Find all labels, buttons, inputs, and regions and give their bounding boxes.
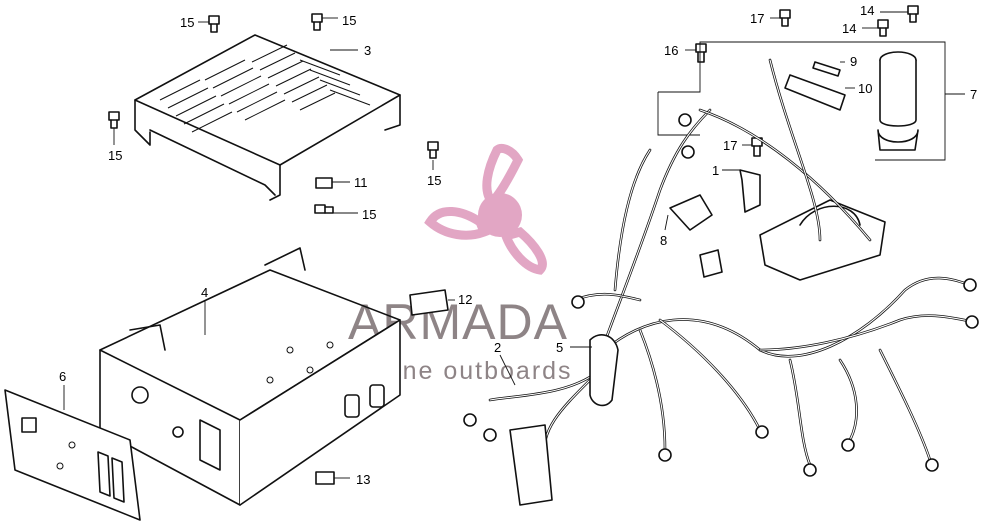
bolt-icon (779, 9, 791, 27)
callout-1: 1 (712, 163, 719, 178)
callout-2: 2 (494, 340, 501, 355)
propeller-icon (424, 143, 547, 275)
bolt-icon (314, 204, 334, 214)
callout-3: 3 (364, 43, 371, 58)
callout-10: 10 (858, 81, 872, 96)
vented-top-cover (134, 34, 401, 201)
coil-cylinder (879, 59, 917, 127)
bracket-12 (409, 289, 449, 316)
leader-lines (63, 11, 965, 479)
bracket-1 (739, 169, 761, 213)
callout-8: 8 (660, 233, 667, 248)
fuse-9 (812, 61, 841, 77)
callout-numbers: 15 15 3 15 15 11 15 4 12 6 13 2 5 17 14 … (59, 3, 977, 487)
callout-11: 11 (354, 175, 368, 190)
callout-5: 5 (556, 340, 563, 355)
callout-12: 12 (458, 292, 472, 307)
bolt-icon (907, 5, 919, 23)
callout-15: 15 (180, 15, 194, 30)
callout-7: 7 (970, 87, 977, 102)
bolt-icon (877, 19, 889, 37)
callout-15: 15 (362, 207, 376, 222)
callout-14: 14 (842, 21, 856, 36)
front-panel-plate (4, 389, 141, 521)
bolt-icon (208, 15, 220, 33)
callout-4: 4 (201, 285, 208, 300)
callout-15: 15 (108, 148, 122, 163)
bolt-icon (427, 141, 439, 159)
ring-terminals (463, 113, 979, 477)
callout-6: 6 (59, 369, 66, 384)
callout-14: 14 (860, 3, 874, 18)
callout-15: 15 (427, 173, 441, 188)
callout-17: 17 (750, 11, 764, 26)
callout-17: 17 (723, 138, 737, 153)
cover-slots (159, 44, 371, 133)
callout-16: 16 (664, 43, 678, 58)
bolt-icon (695, 43, 707, 63)
wiring-harness (463, 58, 979, 506)
cdi-module (759, 199, 886, 281)
harness-grommet (589, 334, 619, 407)
harness-connector (509, 424, 553, 506)
chassis-frame (99, 247, 401, 506)
label-plate-11 (315, 177, 333, 189)
callout-13: 13 (356, 472, 370, 487)
connector-8 (669, 194, 713, 231)
rectifier-10 (784, 74, 846, 111)
bolt-icon (311, 13, 323, 31)
callout-9: 9 (850, 54, 857, 69)
callout-15: 15 (342, 13, 356, 28)
label-plate-13 (315, 471, 335, 485)
bolt-icon (108, 111, 120, 129)
